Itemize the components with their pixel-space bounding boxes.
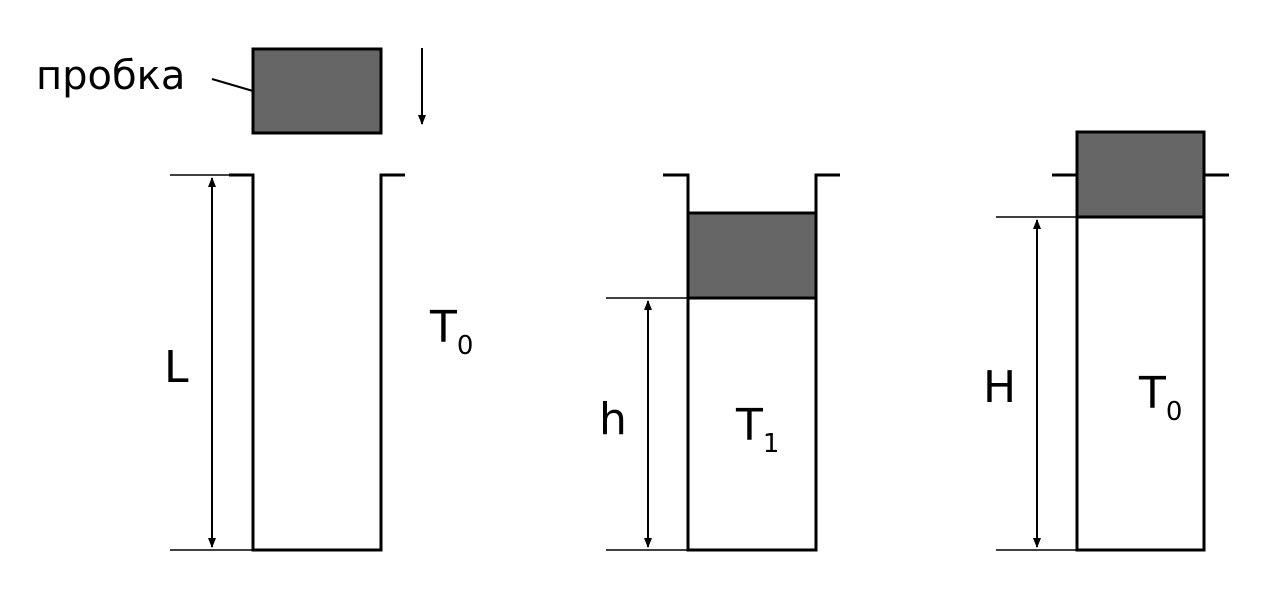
temperature-T0-stage-3: T0 xyxy=(1138,368,1182,427)
T-symbol: T xyxy=(429,302,457,353)
tube-3 xyxy=(1075,217,1206,552)
T-symbol: T xyxy=(1138,368,1166,419)
L-label: L xyxy=(164,342,189,393)
tube-2 xyxy=(663,173,840,552)
plug-inside xyxy=(686,211,818,300)
T-subscript: 1 xyxy=(763,429,780,459)
h-label: h xyxy=(599,394,627,445)
temperature-T0-stage-1: T0 xyxy=(429,302,473,361)
H-label: H xyxy=(983,362,1016,413)
stage-3: H T0 xyxy=(983,130,1229,552)
stage-2: h T1 xyxy=(599,173,840,552)
temperature-T1: T1 xyxy=(735,400,779,459)
plug-floating xyxy=(251,47,383,135)
T-subscript: 0 xyxy=(1166,397,1183,427)
plug-label: пробка xyxy=(36,53,185,99)
T-subscript: 0 xyxy=(457,331,474,361)
T-symbol: T xyxy=(735,400,763,451)
stage-1: пробка L T0 xyxy=(36,47,473,552)
plug-leader-line xyxy=(211,78,254,92)
tube-1 xyxy=(229,173,405,552)
plug-top xyxy=(1075,130,1206,219)
